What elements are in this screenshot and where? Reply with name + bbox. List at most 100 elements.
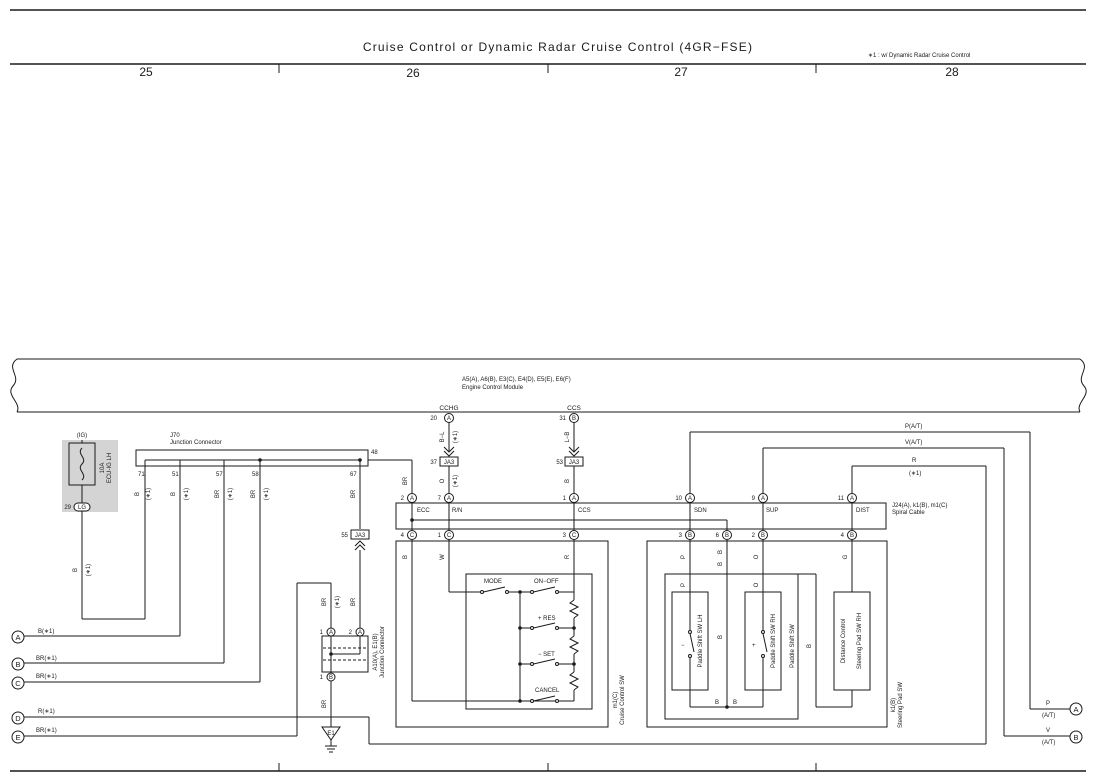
svg-text:Steering Pad SW RH: Steering Pad SW RH — [857, 613, 863, 669]
svg-text:(A/T): (A/T) — [1042, 740, 1055, 746]
svg-text:B(∗1): B(∗1) — [38, 629, 54, 635]
svg-text:B: B — [135, 492, 141, 496]
svg-text:Spiral Cable: Spiral Cable — [892, 510, 925, 516]
ground-e1-icon: E1 — [321, 726, 341, 753]
svg-text:B: B — [1073, 733, 1078, 742]
svg-text:Paddle Shift SW LH: Paddle Shift SW LH — [698, 614, 704, 667]
svg-text:1: 1 — [563, 496, 567, 502]
svg-text:−: − — [681, 643, 685, 649]
svg-text:B: B — [718, 635, 724, 639]
ecm-terminal-cchg: CCHG 20 A B−L (∗1) JA3 37 O (∗1) — [430, 405, 459, 493]
svg-text:A: A — [447, 416, 451, 422]
svg-text:6: 6 — [716, 533, 720, 539]
svg-text:Cruise Control SW: Cruise Control SW — [620, 675, 626, 725]
svg-text:CCHG: CCHG — [439, 405, 458, 412]
svg-text:V(A/T): V(A/T) — [905, 440, 922, 446]
svg-text:J24(A), k1(B), m1(C): J24(A), k1(B), m1(C) — [892, 503, 947, 509]
svg-text:LG: LG — [78, 505, 86, 511]
svg-text:10A: 10A — [100, 463, 106, 474]
svg-text:B: B — [329, 675, 333, 681]
svg-text:B: B — [572, 416, 576, 422]
svg-text:Steering Pad SW: Steering Pad SW — [898, 682, 904, 728]
svg-text:4: 4 — [401, 533, 405, 539]
svg-text:37: 37 — [430, 460, 437, 466]
svg-text:53: 53 — [556, 460, 563, 466]
svg-text:DIST: DIST — [856, 508, 870, 514]
svg-text:P: P — [681, 555, 687, 559]
svg-text:B: B — [725, 533, 729, 539]
svg-text:L−B: L−B — [565, 432, 571, 443]
svg-text:J70: J70 — [170, 433, 180, 439]
footnote: ∗1 : w/ Dynamic Radar Cruise Control — [868, 53, 970, 59]
svg-text:ON−OFF: ON−OFF — [534, 579, 559, 585]
svg-text:(∗1): (∗1) — [184, 488, 190, 500]
svg-text:2: 2 — [401, 496, 405, 502]
right-output-b: B V (A/T) — [1004, 728, 1083, 746]
svg-text:3: 3 — [679, 533, 683, 539]
svg-text:A: A — [447, 496, 451, 502]
svg-text:SDN: SDN — [694, 508, 707, 514]
svg-text:C: C — [410, 533, 415, 539]
svg-text:B: B — [715, 700, 719, 706]
svg-text:10: 10 — [675, 496, 682, 502]
svg-text:(∗1): (∗1) — [86, 564, 92, 576]
svg-text:m1(C): m1(C) — [613, 692, 619, 709]
svg-text:V: V — [1046, 728, 1050, 734]
svg-text:C: C — [447, 533, 452, 539]
svg-text:11: 11 — [838, 496, 845, 502]
left-output-b: B BR(∗1) — [11, 656, 224, 671]
svg-text:B: B — [733, 700, 737, 706]
svg-text:A: A — [1073, 705, 1078, 714]
svg-text:B: B — [718, 550, 724, 554]
svg-text:BR: BR — [251, 489, 257, 498]
svg-text:+: + — [752, 643, 756, 649]
svg-text:(∗1): (∗1) — [453, 431, 459, 443]
svg-text:4: 4 — [841, 533, 845, 539]
svg-text:1: 1 — [438, 533, 442, 539]
spiral-cable: J24(A), k1(B), m1(C) Spiral Cable A 2 EC… — [395, 493, 947, 540]
svg-text:MODE: MODE — [484, 579, 502, 585]
svg-text:Paddle Shift SW RH: Paddle Shift SW RH — [771, 614, 777, 668]
svg-text:B: B — [565, 479, 571, 483]
svg-text:CCS: CCS — [567, 405, 581, 412]
svg-text:B: B — [73, 568, 79, 572]
svg-text:BR: BR — [322, 699, 328, 708]
svg-text:B: B — [403, 555, 409, 559]
svg-text:− SET: − SET — [538, 652, 555, 658]
svg-text:(∗1): (∗1) — [453, 475, 459, 487]
svg-text:(∗1): (∗1) — [146, 488, 152, 500]
svg-text:JA3: JA3 — [355, 533, 366, 539]
svg-text:1: 1 — [320, 630, 324, 636]
left-output-d: D R(∗1) — [11, 709, 986, 745]
svg-text:71: 71 — [138, 472, 145, 478]
svg-text:BR(∗1): BR(∗1) — [36, 728, 57, 734]
svg-text:P: P — [1046, 701, 1050, 707]
svg-text:B: B — [15, 660, 20, 669]
svg-text:(∗1): (∗1) — [264, 488, 270, 500]
svg-text:BR: BR — [215, 489, 221, 498]
svg-text:Junction Connector: Junction Connector — [170, 440, 222, 446]
svg-text:BR: BR — [403, 476, 409, 485]
column-25: 25 — [139, 65, 153, 79]
svg-text:BR: BR — [351, 597, 357, 606]
svg-text:+ RES: + RES — [538, 616, 556, 622]
engine-control-module: A5(A), A6(B), E3(C), E4(D), E5(E), E6(F)… — [10, 358, 1087, 413]
column-28: 28 — [945, 65, 959, 79]
ecm-connectors: A5(A), A6(B), E3(C), E4(D), E5(E), E6(F) — [462, 377, 571, 383]
svg-text:Paddle Shift SW: Paddle Shift SW — [790, 624, 796, 668]
junction-a10-e1: BR (∗1) A 1 A 2 A10(A), E1(B) Junction C… — [297, 582, 386, 727]
svg-text:57: 57 — [216, 472, 223, 478]
svg-text:E1: E1 — [327, 731, 335, 737]
left-output-a: A B(∗1) — [11, 629, 180, 644]
svg-text:R: R — [912, 458, 917, 464]
svg-text:A: A — [572, 496, 576, 502]
svg-text:7: 7 — [438, 496, 442, 502]
svg-text:1: 1 — [320, 675, 324, 681]
ecm-terminal-ccs: CCS 31 B L−B JA3 53 B — [556, 405, 584, 493]
svg-text:55: 55 — [341, 533, 348, 539]
svg-text:B: B — [761, 533, 765, 539]
svg-text:51: 51 — [172, 472, 179, 478]
svg-text:31: 31 — [559, 416, 566, 422]
svg-text:(A/T): (A/T) — [1042, 713, 1055, 719]
svg-text:9: 9 — [752, 496, 756, 502]
